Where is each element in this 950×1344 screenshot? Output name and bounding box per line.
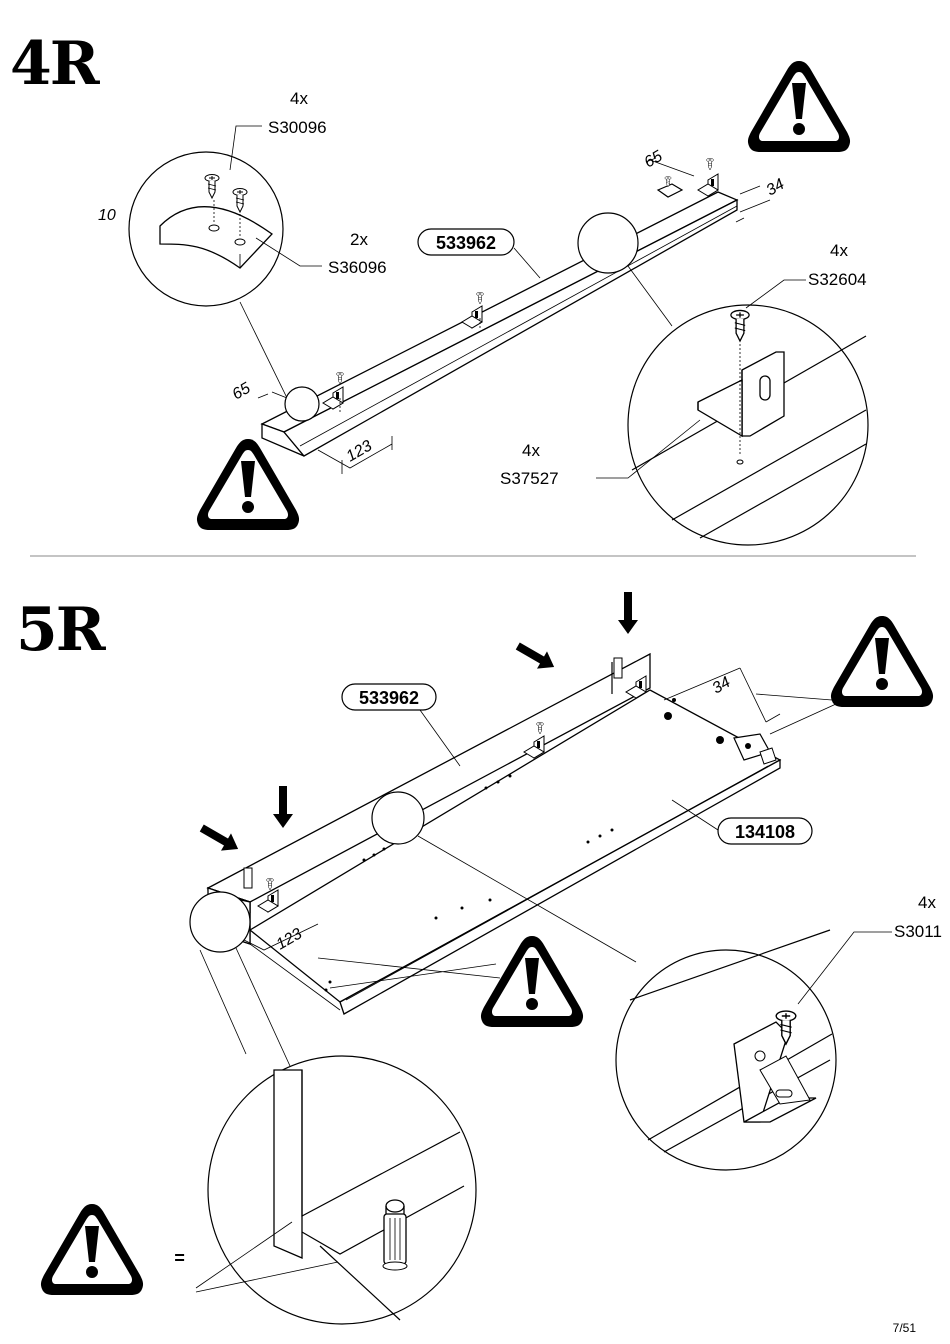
cam-lock-icon [733, 733, 777, 765]
angle-bracket-icon [733, 1021, 817, 1123]
svg-text:134108: 134108 [735, 822, 795, 842]
hardware-qty: 4x [290, 89, 308, 108]
screw-icon [336, 372, 344, 385]
detail-circle-corner-bracket [615, 929, 837, 1171]
hardware-code: S30096 [268, 118, 327, 137]
dimension-label: 34 [764, 176, 788, 200]
detail-callout-circle [284, 386, 320, 422]
warning-icon [40, 1204, 144, 1295]
hardware-qty: 4x [918, 893, 936, 912]
hardware-code: S3011 [894, 922, 942, 941]
dimension-label: 65 [642, 148, 666, 172]
svg-text:533962: 533962 [436, 233, 496, 253]
page-number: 7/51 [893, 1321, 917, 1335]
part-label-533962: 533962 [417, 228, 541, 279]
angle-bracket-icon [697, 173, 719, 197]
screw-icon [706, 158, 714, 171]
dowel-icon [382, 1199, 408, 1271]
step-5r: 5R [16, 592, 942, 1325]
detail-callout-circle [371, 791, 425, 845]
push-arrow-icon [196, 819, 244, 858]
warning-icon [747, 61, 851, 152]
equals-sign: = [174, 1248, 185, 1268]
step-title-4r: 4R [10, 29, 101, 99]
part-label-533962: 533962 [341, 683, 461, 767]
hardware-code: S32604 [808, 270, 867, 289]
dimension-label: 10 [98, 207, 116, 224]
warning-icon [196, 439, 300, 530]
detail-callout-circle [189, 891, 251, 953]
part-label-134108: 134108 [671, 799, 813, 845]
detail-circle-dowel [195, 1055, 477, 1325]
hardware-code: S37527 [500, 469, 559, 488]
push-arrow-icon [512, 637, 560, 676]
hardware-qty: 4x [830, 241, 848, 260]
svg-text:533962: 533962 [359, 688, 419, 708]
detail-circle-bracket [577, 212, 869, 546]
step-4r: 4R [10, 29, 869, 546]
screw-icon [476, 292, 484, 305]
dimension-label: 65 [230, 380, 254, 404]
dimension-label: 34 [710, 674, 734, 698]
step-title-5r: 5R [16, 595, 107, 665]
angle-bracket-icon [697, 351, 785, 438]
warning-icon [480, 936, 584, 1027]
dimension-lines-5r [223, 667, 837, 989]
hardware-qty: 4x [522, 441, 540, 460]
detail-circle-plate [128, 151, 289, 401]
dimension-label: 123 [344, 437, 376, 465]
push-arrow-icon [618, 592, 638, 634]
push-arrow-icon [273, 786, 293, 828]
hardware-code: S36096 [328, 258, 387, 277]
warning-icon [830, 616, 934, 707]
hardware-qty: 2x [350, 230, 368, 249]
